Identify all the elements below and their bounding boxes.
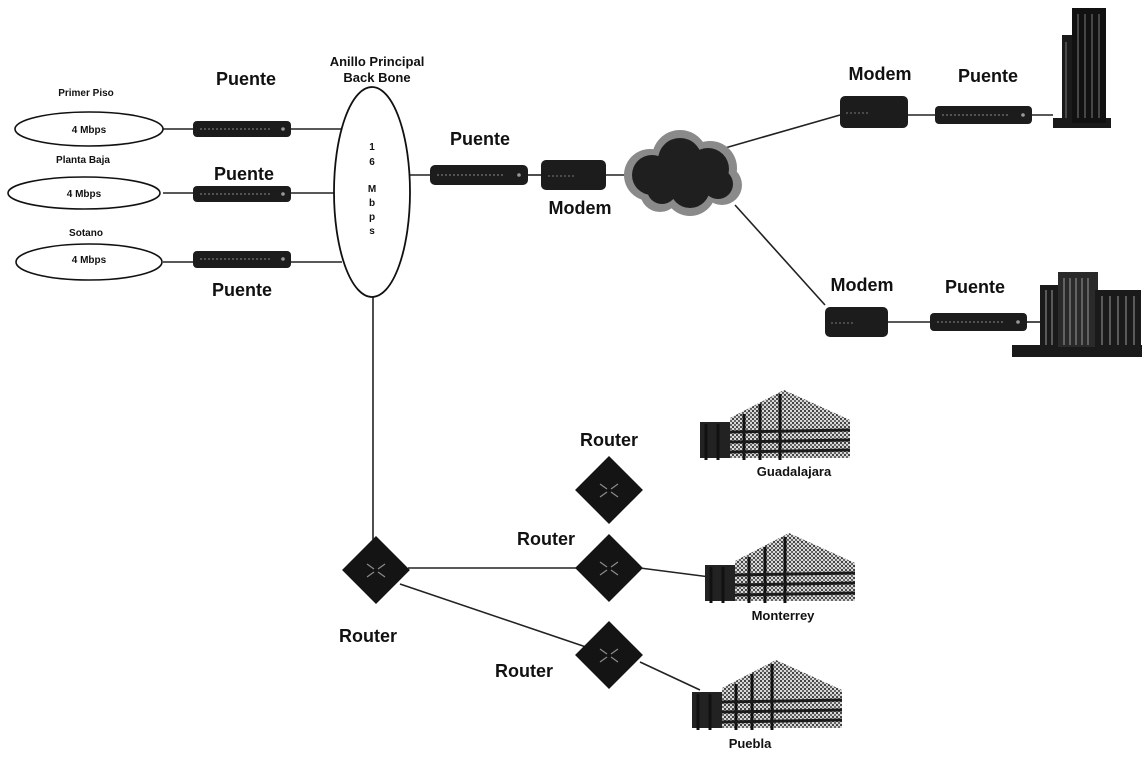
building-guadalajara-icon: Guadalajara: [698, 388, 852, 479]
router-main: Router: [339, 535, 411, 646]
backbone-ring: Anillo Principal Back Bone 1 6 M b p s: [330, 54, 425, 298]
backbone-subtitle: Back Bone: [343, 70, 410, 85]
floor-name: Primer Piso: [58, 88, 114, 99]
modem-remote-2: Modem: [825, 275, 894, 337]
ring-speed: 4 Mbps: [72, 255, 107, 266]
bridge-1: Puente: [193, 69, 291, 137]
floor-ring-2: Planta Baja 4 Mbps: [7, 155, 161, 210]
modem-label: Modem: [549, 198, 612, 218]
backbone-speed-char: s: [369, 226, 375, 237]
building-puebla-icon: Puebla: [690, 658, 844, 751]
bridge-2: Puente: [193, 164, 291, 202]
bridge-remote-1: Puente: [935, 66, 1032, 124]
router-guadalajara: Router: [574, 430, 644, 525]
modem-remote-1: Modem: [840, 64, 912, 128]
connection-lines: [163, 114, 1053, 691]
bridge-wan: Puente: [430, 129, 528, 185]
ring-speed: 4 Mbps: [72, 125, 107, 136]
bridge-label: Puente: [945, 277, 1005, 297]
modem-label: Modem: [831, 275, 894, 295]
bridge-3: Puente: [193, 251, 291, 300]
floor-ring-3: Sotano 4 Mbps: [15, 228, 163, 281]
city-label: Guadalajara: [757, 464, 832, 479]
router-label: Router: [495, 661, 553, 681]
office-complex-icon: [1012, 272, 1142, 357]
backbone-speed-char: 1: [369, 142, 375, 153]
bridge-remote-2: Puente: [930, 277, 1027, 331]
modem-local: Modem: [541, 160, 612, 218]
bridge-label: Puente: [214, 164, 274, 184]
router-label: Router: [580, 430, 638, 450]
router-puebla: Router: [495, 620, 644, 690]
modem-label: Modem: [849, 64, 912, 84]
building-monterrey-icon: Monterrey: [703, 531, 857, 623]
bridge-label: Puente: [450, 129, 510, 149]
router-label: Router: [517, 529, 575, 549]
router-label: Router: [339, 626, 397, 646]
backbone-speed-char: b: [369, 198, 375, 209]
wan-cloud: [624, 130, 742, 216]
office-tower-icon: [1053, 8, 1111, 128]
router-monterrey: Router: [517, 529, 644, 603]
backbone-title: Anillo Principal: [330, 54, 425, 69]
floor-name: Sotano: [69, 228, 103, 239]
backbone-speed-char: M: [368, 184, 376, 195]
city-label: Monterrey: [752, 608, 816, 623]
backbone-speed-char: 6: [369, 157, 375, 168]
bridge-label: Puente: [212, 280, 272, 300]
floor-ring-1: Primer Piso 4 Mbps: [14, 88, 164, 147]
ring-speed: 4 Mbps: [67, 189, 102, 200]
bridge-label: Puente: [216, 69, 276, 89]
city-label: Puebla: [729, 736, 772, 751]
floor-name: Planta Baja: [56, 155, 110, 166]
bridge-label: Puente: [958, 66, 1018, 86]
backbone-speed-char: p: [369, 212, 375, 223]
